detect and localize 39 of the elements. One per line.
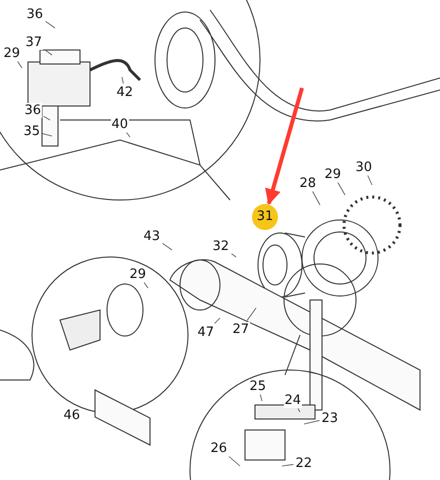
callout-number: 43 (142, 228, 162, 244)
leader-line (126, 132, 130, 138)
callout-number: 46 (62, 408, 82, 422)
leader-line (43, 116, 50, 120)
leader-line (122, 76, 124, 84)
callout-number: 32 (212, 238, 230, 254)
leader-line (231, 253, 236, 258)
callout-number: 36 (24, 102, 42, 118)
leader-line (304, 420, 320, 424)
leader-line (260, 394, 262, 402)
callout-number: 25 (248, 378, 268, 394)
callout-number: 37 (24, 34, 44, 50)
callout-number: 40 (110, 116, 130, 132)
leader-line (45, 20, 56, 28)
callout-badge: 31 (252, 204, 278, 230)
leader-line (367, 175, 372, 186)
leader-line (44, 49, 52, 56)
leader-line (246, 308, 256, 321)
callout-number: 23 (320, 410, 340, 426)
callout-number: 29 (128, 266, 148, 282)
callout-number: 30 (354, 160, 374, 174)
callout-number: 24 (284, 392, 302, 408)
callout-number: 36 (26, 6, 44, 22)
leader-line (17, 61, 22, 68)
callout-number: 29 (2, 46, 22, 60)
leader-line (312, 191, 320, 206)
callout-number: 35 (22, 124, 42, 138)
leader-line (282, 464, 294, 466)
leader-line (298, 408, 300, 412)
leader-line (337, 182, 346, 196)
leader-line (214, 318, 220, 324)
leader-line (42, 133, 52, 136)
callout-number: 28 (298, 176, 318, 190)
leader-line (162, 242, 172, 250)
leader-line (144, 282, 148, 288)
callout-number: 26 (210, 440, 228, 456)
callout-number: 29 (324, 166, 342, 182)
leader-line (228, 456, 240, 466)
arrow (265, 87, 304, 206)
